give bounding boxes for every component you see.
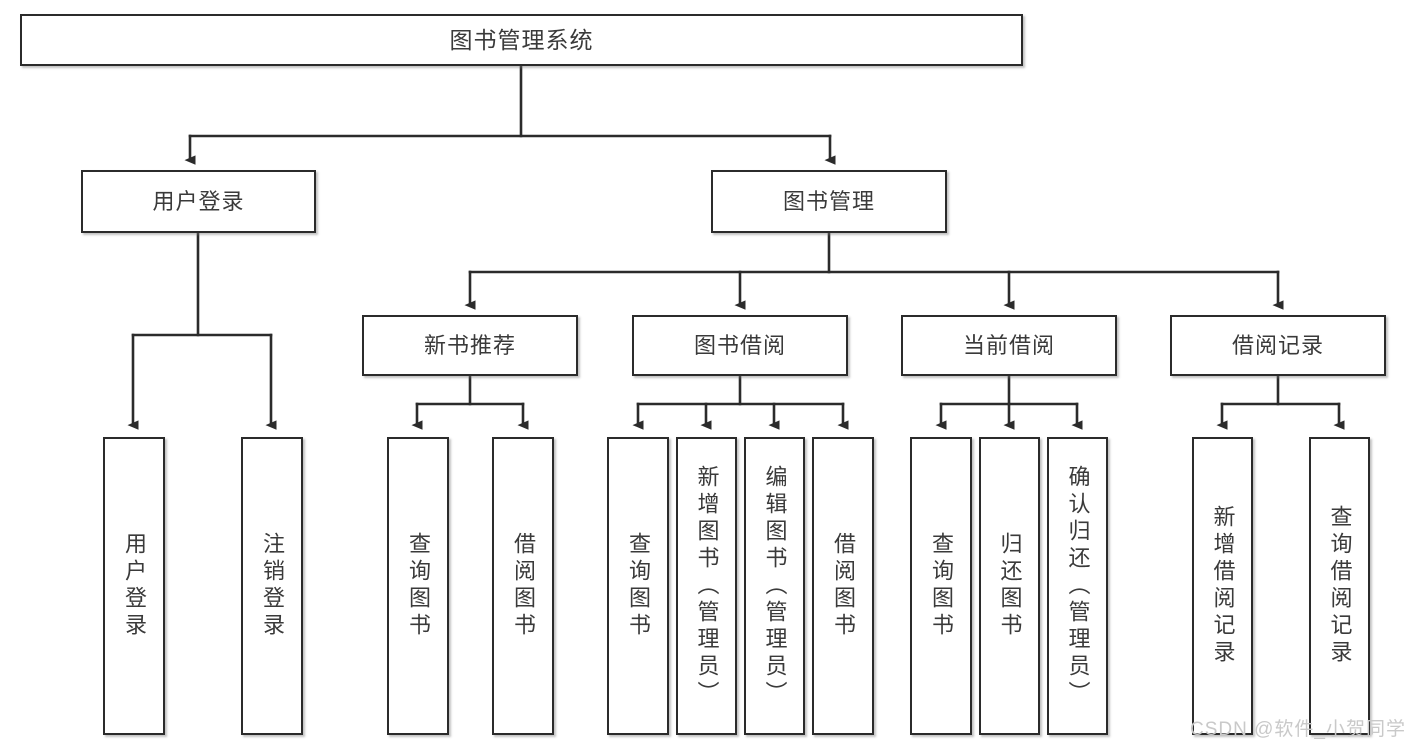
leaf-borrow-book-1-label: 借阅图书 [511,532,536,640]
node-book-borrow-label: 图书借阅 [693,332,786,358]
leaf-query-book-3-label: 查询图书 [929,532,954,640]
leaf-return-book[interactable]: 归还图书 [979,437,1040,735]
leaf-return-book-label: 归还图书 [997,532,1023,640]
leaf-user-login[interactable]: 用户登录 [103,437,165,735]
node-book-manage-label: 图书管理 [782,188,875,214]
node-user-login[interactable]: 用户登录 [81,170,316,233]
node-current-borrow[interactable]: 当前借阅 [901,315,1117,376]
node-book-borrow[interactable]: 图书借阅 [632,315,848,376]
node-root[interactable]: 图书管理系统 [20,14,1023,66]
leaf-logout-login[interactable]: 注销登录 [241,437,303,735]
leaf-add-record-label: 新增借阅记录 [1210,505,1236,667]
leaf-query-book-2[interactable]: 查询图书 [607,437,669,735]
node-current-borrow-label: 当前借阅 [962,332,1055,358]
csdn-watermark: CSDN @软件_小贺同学 [1190,719,1405,740]
leaf-query-book-1-label: 查询图书 [406,532,431,640]
leaf-user-login-label: 用户登录 [122,532,147,640]
leaf-add-book[interactable]: 新增图书（管理员） [676,437,737,735]
leaf-confirm-return[interactable]: 确认归还（管理员） [1047,437,1108,735]
leaf-borrow-book-2[interactable]: 借阅图书 [812,437,874,735]
leaf-query-book-3[interactable]: 查询图书 [910,437,972,735]
node-book-manage[interactable]: 图书管理 [711,170,947,233]
leaf-confirm-return-label: 确认归还（管理员） [1065,464,1091,708]
node-user-login-label: 用户登录 [152,188,245,214]
node-new-book-recommend[interactable]: 新书推荐 [362,315,578,376]
leaf-query-book-2-label: 查询图书 [626,532,651,640]
node-borrow-record-label: 借阅记录 [1231,332,1324,358]
leaf-query-record[interactable]: 查询借阅记录 [1309,437,1370,735]
leaf-query-book-1[interactable]: 查询图书 [387,437,449,735]
node-borrow-record[interactable]: 借阅记录 [1170,315,1386,376]
node-root-label: 图书管理系统 [449,26,594,53]
leaf-add-record[interactable]: 新增借阅记录 [1192,437,1253,735]
leaf-borrow-book-1[interactable]: 借阅图书 [492,437,554,735]
leaf-edit-book[interactable]: 编辑图书（管理员） [744,437,805,735]
leaf-borrow-book-2-label: 借阅图书 [831,532,856,640]
node-new-book-recommend-label: 新书推荐 [423,332,516,358]
leaf-query-record-label: 查询借阅记录 [1327,505,1353,667]
leaf-logout-login-label: 注销登录 [260,532,285,640]
leaf-edit-book-label: 编辑图书（管理员） [762,464,788,708]
leaf-add-book-label: 新增图书（管理员） [694,464,720,708]
